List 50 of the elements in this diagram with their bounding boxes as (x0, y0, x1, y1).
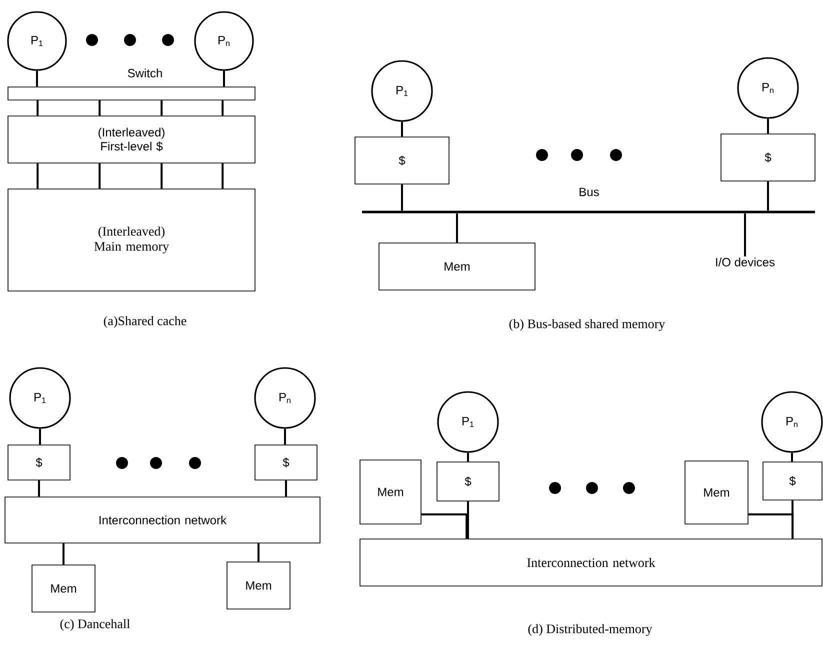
box: (Interleaved) Main memory (8, 188, 256, 292)
connector-line (258, 543, 260, 562)
connector-line (748, 513, 794, 539)
switch-bar: Switch (8, 68, 256, 100)
box: Mem (684, 460, 748, 524)
connector-line (223, 70, 225, 87)
connector-line (36, 163, 39, 189)
box: $ (354, 136, 450, 184)
box: $ (8, 444, 70, 480)
connector-line (36, 100, 39, 116)
box: $ (254, 444, 318, 480)
connector-line (38, 480, 40, 497)
connector-line (98, 100, 101, 116)
connector-line (401, 184, 403, 211)
box: $ (720, 134, 816, 182)
connector-line (401, 122, 403, 137)
box: (Interleaved) First-level $ (8, 116, 256, 164)
bus-line: Bus (362, 188, 815, 214)
connector-line (62, 543, 64, 565)
connector-line (222, 100, 224, 116)
connector-line (160, 100, 163, 116)
caption: (a)Shared cache (104, 316, 186, 328)
connector-line (467, 501, 469, 539)
connector-line (467, 452, 469, 462)
caption: (d) Distributed-memory (528, 624, 652, 636)
connector-line (160, 163, 163, 189)
node-label: Switch (128, 68, 162, 78)
caption: (c) Dancehall (60, 619, 130, 631)
box: Mem (226, 562, 290, 610)
connector-line (222, 163, 224, 189)
connector-line (767, 181, 769, 211)
connector-line (767, 118, 769, 134)
connector-line (39, 428, 41, 445)
box: $ (436, 462, 500, 502)
box: Interconnection network (360, 538, 822, 586)
caption: (b) Bus-based shared memory (509, 319, 666, 331)
box: Mem (32, 564, 96, 612)
connector-line (744, 213, 746, 256)
connector-line (36, 70, 38, 87)
box: Mem (378, 242, 536, 290)
connector-line (456, 213, 458, 243)
box: $ (762, 462, 822, 500)
device-label: I/O devices (716, 258, 775, 266)
connector-line (285, 480, 287, 497)
connector-line (98, 163, 101, 189)
box: Interconnection network (4, 496, 320, 544)
connector-line (791, 452, 793, 462)
connector-line (284, 428, 286, 445)
connector-line (421, 513, 468, 539)
box: Mem (360, 460, 422, 524)
